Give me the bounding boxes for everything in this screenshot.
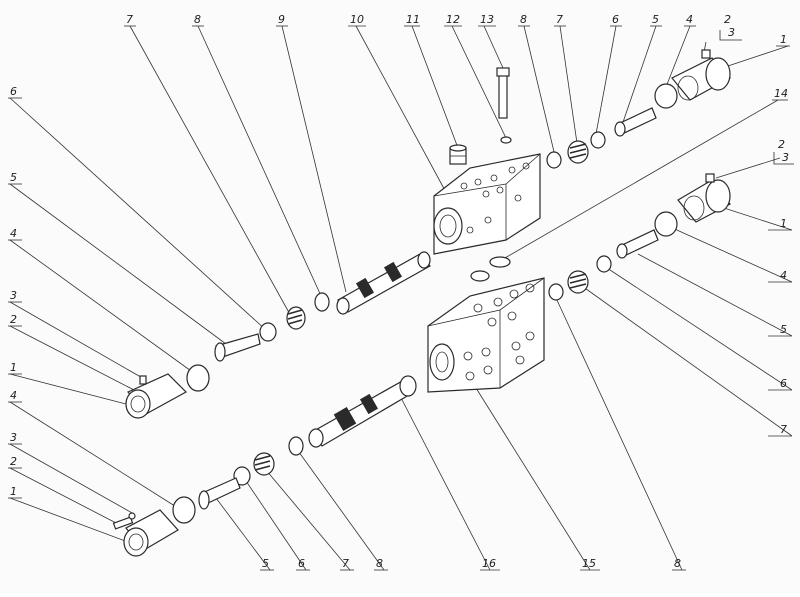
spring-7-lr (567, 270, 589, 294)
callout-5-left: 5 (10, 171, 17, 184)
ring-12 (500, 136, 512, 144)
callout-8-bottom-b: 8 (674, 557, 681, 570)
rod-5-ll (198, 477, 241, 510)
cap-1-ur (671, 57, 731, 101)
cap-1-ul (125, 373, 187, 419)
callout-10-top: 10 (350, 13, 364, 26)
spring-7-ul (286, 306, 306, 330)
callout-7-right: 7 (780, 423, 787, 436)
gasket-4-ur (654, 83, 678, 109)
cap-1-lr (677, 179, 731, 223)
cap-1-ll (123, 509, 179, 557)
washer-8-ur (546, 151, 562, 169)
gasket-4-ul (186, 364, 210, 392)
callout-2-left-b: 2 (10, 455, 17, 468)
callout-7-bottom: 7 (342, 557, 349, 570)
callout-4-top: 4 (686, 13, 693, 26)
callout-6-bottom: 6 (298, 557, 305, 570)
callout-1-right: 1 (780, 217, 787, 230)
leader-lines (8, 25, 794, 571)
callout-3-top: 3 (728, 26, 735, 39)
cup-6-ur (590, 131, 606, 149)
callout-1-left-b: 1 (10, 485, 17, 498)
callout-12-top: 12 (446, 13, 460, 26)
callout-7-top-a: 7 (126, 13, 133, 26)
callout-3-right: 3 (782, 151, 789, 164)
pin-13 (496, 67, 510, 119)
washer-8-ul (314, 292, 330, 312)
seal-ring-14b (470, 270, 490, 282)
callout-5-top: 5 (652, 13, 659, 26)
callout-13-top: 13 (480, 13, 494, 26)
callout-5-right: 5 (780, 323, 787, 336)
callout-7-top-b: 7 (556, 13, 563, 26)
callout-15-bottom: 15 (582, 557, 596, 570)
callout-6-top: 6 (612, 13, 619, 26)
callout-16-bottom: 16 (482, 557, 496, 570)
callout-3-left-b: 3 (10, 431, 17, 444)
callout-2-right: 2 (778, 138, 785, 151)
callout-labels: 7 8 9 10 11 12 13 8 7 6 5 4 2 3 1 14 2 3… (10, 13, 789, 570)
cup-6-ll (233, 466, 251, 486)
spring-7-ll (253, 452, 275, 476)
callout-11-top: 11 (406, 13, 420, 26)
callout-6-left: 6 (10, 85, 17, 98)
spool-16 (308, 375, 417, 448)
callout-4-left-a: 4 (10, 227, 17, 240)
callout-1-left-a: 1 (10, 361, 17, 374)
callout-9-top: 9 (278, 13, 285, 26)
gasket-4-lr (654, 211, 678, 237)
bolt-2-ll (112, 512, 136, 530)
callout-8-top-a: 8 (194, 13, 201, 26)
cup-6-ul (259, 322, 277, 342)
bolt-2-lr (705, 173, 715, 183)
callout-8-bottom-a: 8 (376, 557, 383, 570)
seal-ring-14a (489, 256, 511, 268)
rod-5-lr (616, 229, 659, 259)
cup-6-lr (596, 255, 612, 273)
rod-5-ul (214, 333, 261, 362)
callout-3-left-a: 3 (10, 289, 17, 302)
callout-1-top: 1 (780, 33, 787, 46)
upper-valve-body (433, 153, 541, 255)
fitting-11 (449, 144, 467, 165)
callout-6-right: 6 (780, 377, 787, 390)
callout-8-top-b: 8 (520, 13, 527, 26)
rod-5-ur (614, 107, 657, 137)
washer-8-lr (548, 283, 564, 301)
washer-8-ll (288, 436, 304, 456)
callout-4-right: 4 (780, 269, 787, 282)
gasket-4-ll (172, 496, 196, 524)
callout-2-top: 2 (724, 13, 731, 26)
bolt-2-ur (701, 49, 711, 59)
callout-14: 14 (774, 87, 788, 100)
spring-7-ur (567, 140, 589, 164)
callout-2-left-a: 2 (10, 313, 17, 326)
lower-valve-body (427, 277, 545, 393)
parts (112, 49, 731, 557)
callout-5-bottom: 5 (262, 557, 269, 570)
spool-9 (336, 251, 431, 315)
callout-4-left-b: 4 (10, 389, 17, 402)
